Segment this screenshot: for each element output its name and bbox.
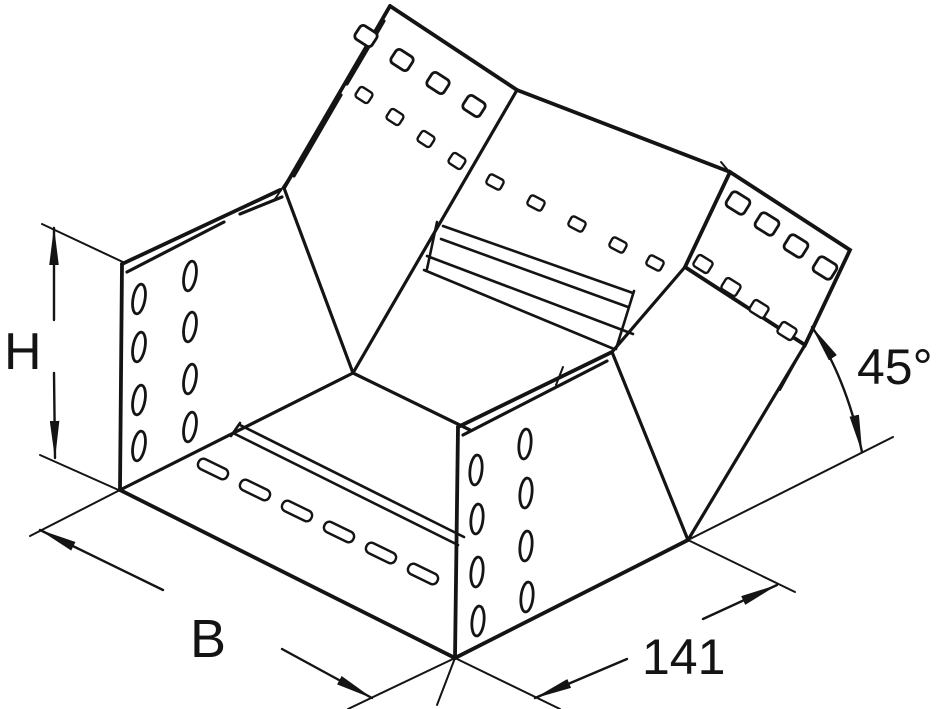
dimension-h: H	[4, 223, 126, 493]
riser-right-flange-holes	[724, 190, 839, 281]
dimension-length-label: 141	[642, 629, 725, 685]
dimension-length: 141	[436, 539, 796, 709]
perforations	[131, 23, 839, 638]
riser-left-flange-holes-inner	[354, 85, 467, 171]
dimension-h-label: H	[4, 323, 42, 381]
riser-right-panel	[610, 161, 853, 542]
dimension-angle: 45°	[687, 325, 933, 541]
far-wall	[515, 88, 732, 174]
dimension-angle-label: 45°	[857, 339, 933, 395]
riser-right-flange-holes-inner	[692, 253, 798, 342]
dimension-b-label: B	[190, 609, 226, 669]
left-wall-slots	[131, 259, 198, 463]
side-rails	[422, 220, 636, 351]
tray-body	[118, 4, 853, 660]
riser-left-flange-holes	[353, 23, 487, 119]
right-wall-slots	[468, 427, 535, 638]
left-wall	[118, 180, 355, 492]
right-wall	[453, 350, 690, 660]
floor-slots	[196, 457, 440, 586]
far-wall-flange-holes	[485, 173, 665, 272]
dimension-b: B	[29, 489, 456, 709]
floor-right-fold	[453, 538, 690, 660]
floor	[118, 371, 472, 660]
